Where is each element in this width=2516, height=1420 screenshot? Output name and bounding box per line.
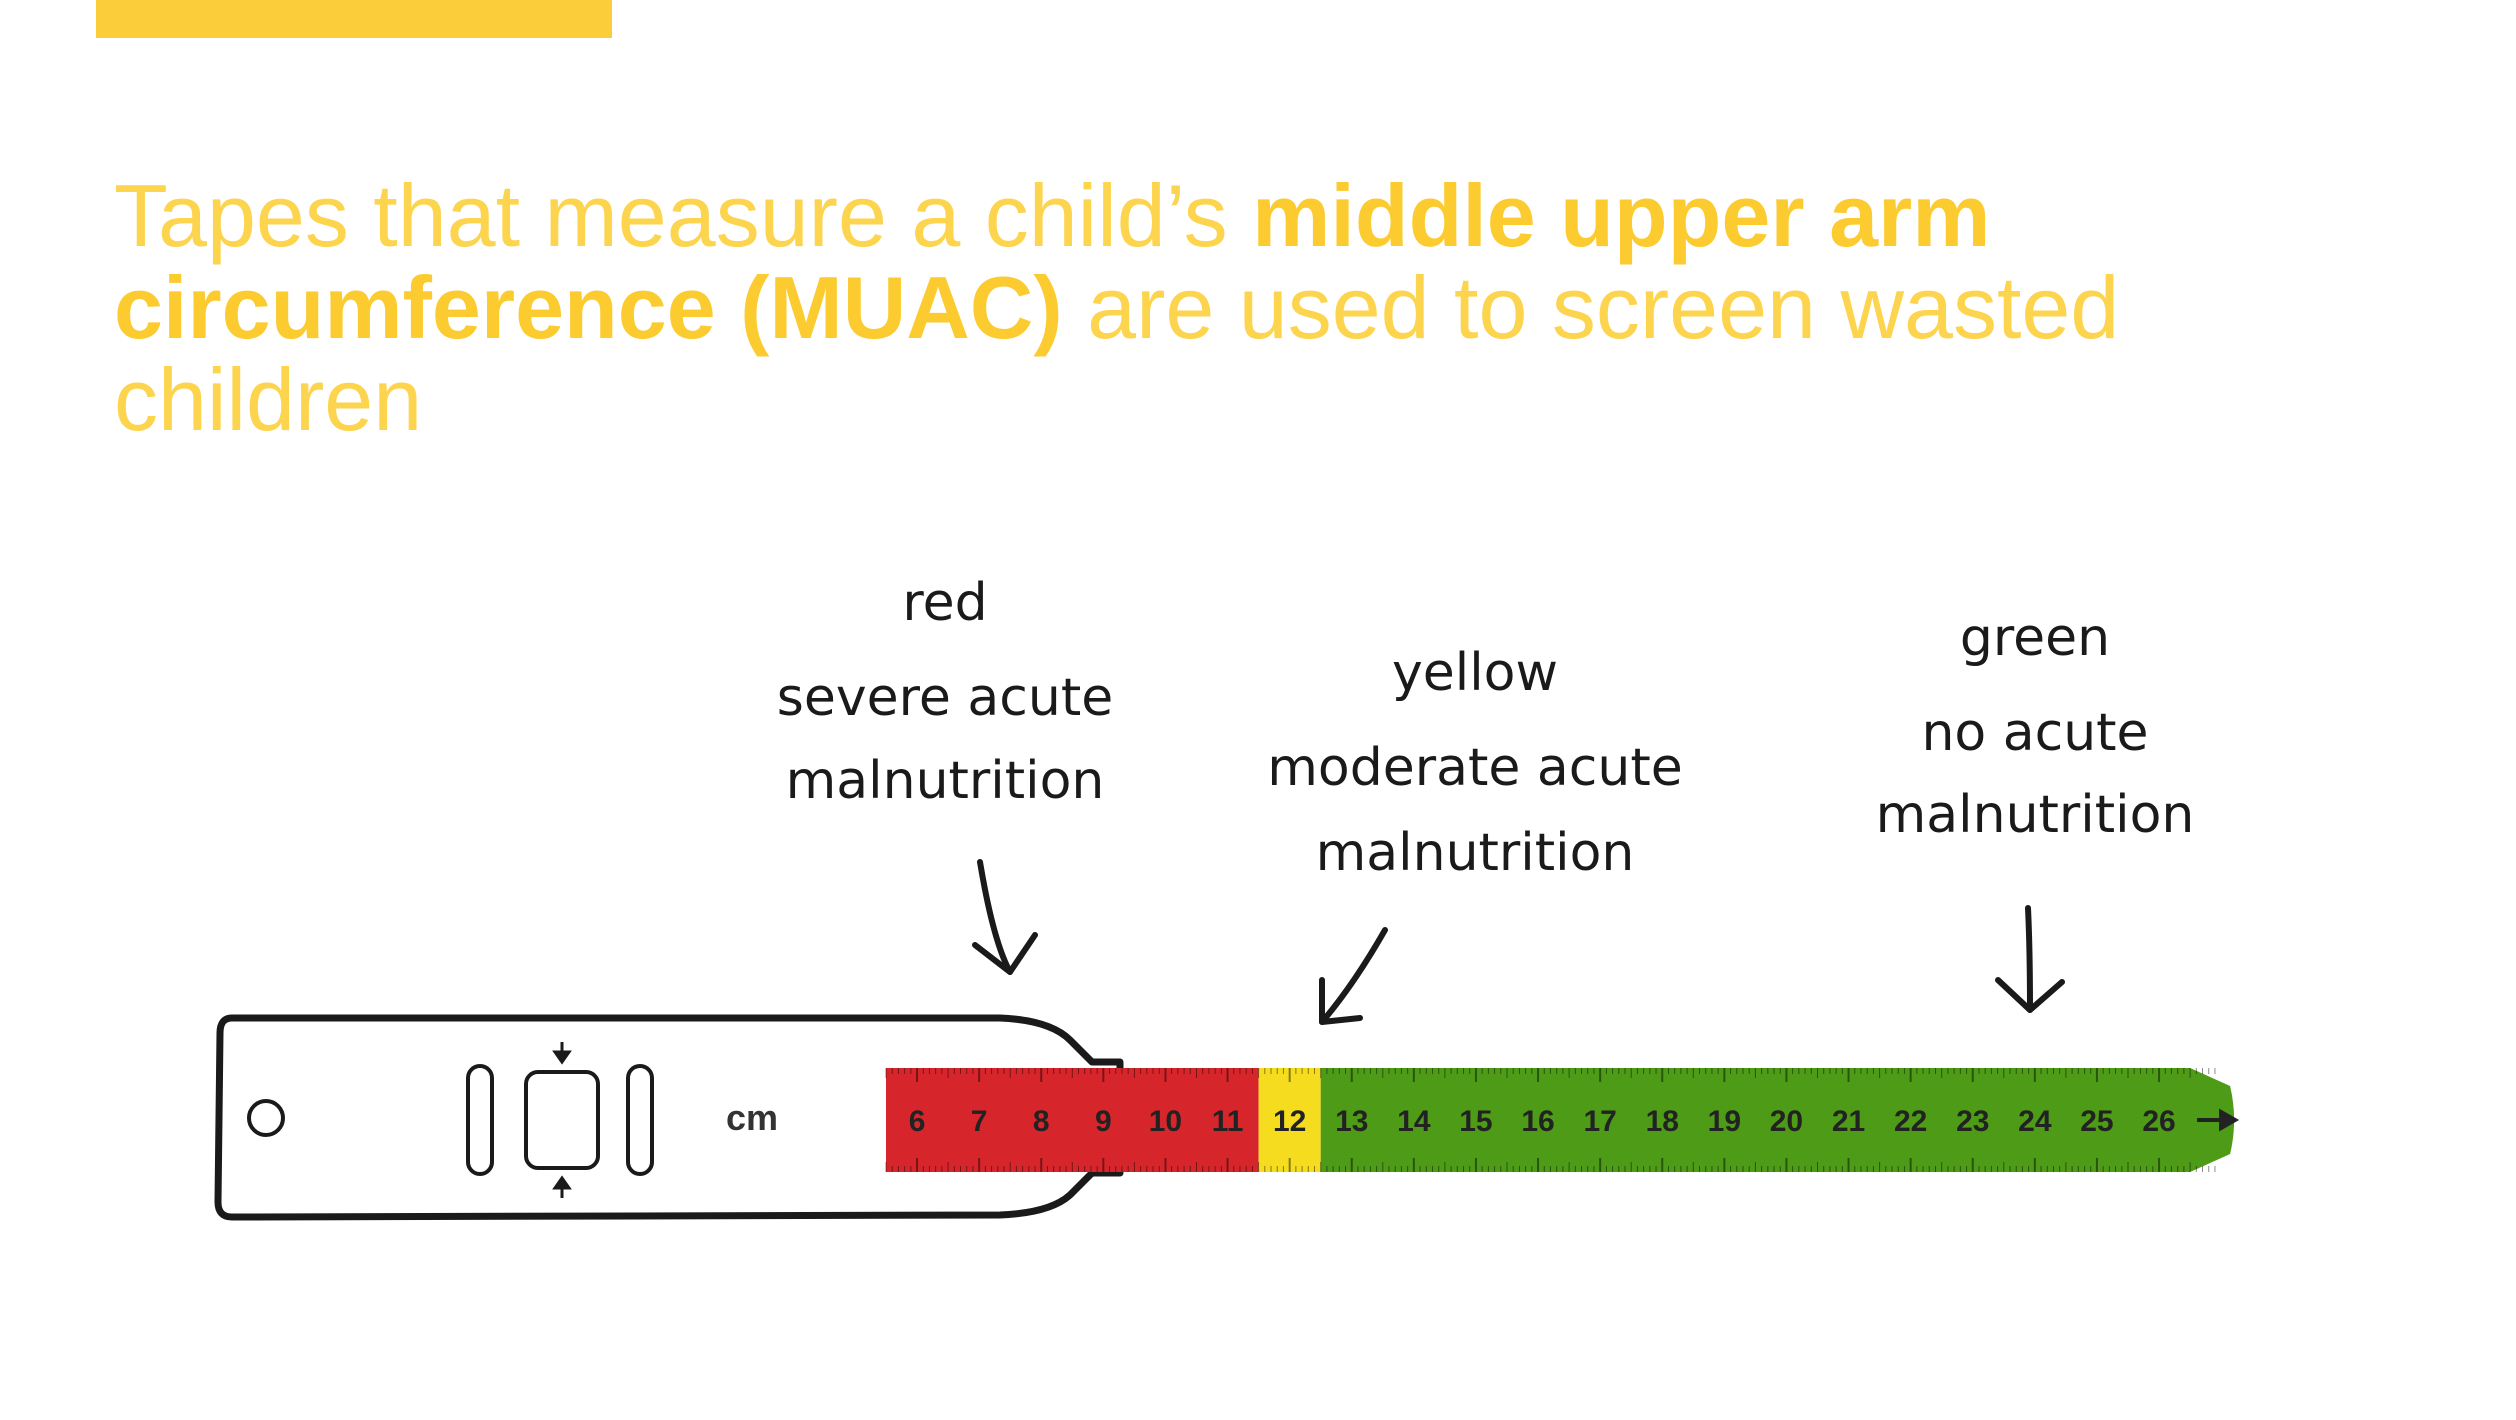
label-green-color: green <box>1960 608 2110 668</box>
tape-number: 23 <box>1956 1105 1989 1138</box>
label-red: red severe acute malnutrition <box>777 573 1113 811</box>
muac-svg: red severe acute malnutrition yellow mod… <box>214 573 2240 1221</box>
tape-number: 24 <box>2018 1105 2052 1138</box>
label-green-line2: malnutrition <box>1876 785 2195 845</box>
tape-number: 18 <box>1646 1105 1679 1138</box>
tape-number: 11 <box>1212 1105 1244 1138</box>
tape-ticks <box>885 1068 2216 1172</box>
label-yellow-line1: moderate acute <box>1267 738 1682 798</box>
label-red-line1: severe acute <box>777 668 1113 728</box>
tape-number: 15 <box>1459 1105 1492 1138</box>
tape-number: 26 <box>2142 1105 2175 1138</box>
label-green: green no acute malnutrition <box>1876 608 2195 845</box>
tape-number: 16 <box>1521 1105 1554 1138</box>
tape-window-icon <box>466 1064 654 1176</box>
tape-number: 6 <box>909 1105 926 1138</box>
slide-title: Tapes that measure a child’s middle uppe… <box>114 170 2414 446</box>
tape-number: 22 <box>1894 1105 1927 1138</box>
tape-number: 20 <box>1770 1105 1803 1138</box>
tape-number: 13 <box>1335 1105 1368 1138</box>
tape-numbers: 6 7 8 9 10 11 12 13 14 15 16 17 18 19 20 21 22 23 24 25 26 <box>909 1105 2240 1138</box>
tape-number: 21 <box>1832 1105 1865 1138</box>
tape-strip <box>886 1068 2235 1172</box>
muac-figure: red severe acute malnutrition yellow mod… <box>0 540 2516 1300</box>
tape-number: 10 <box>1149 1105 1182 1138</box>
label-yellow: yellow moderate acute malnutrition <box>1267 643 1682 883</box>
tape-number: 19 <box>1708 1105 1741 1138</box>
label-green-line1: no acute <box>1921 703 2148 763</box>
arrow-yellow-icon <box>1319 927 1388 1025</box>
tape-hole-icon <box>247 1099 285 1137</box>
tape-unit-label: cm <box>726 1097 778 1138</box>
label-yellow-color: yellow <box>1392 643 1558 703</box>
tape-number: 14 <box>1397 1105 1431 1138</box>
title-text-2: are used to screen wasted children <box>114 258 2120 449</box>
zone-red <box>886 1068 1259 1172</box>
arrow-red-icon <box>972 859 1038 975</box>
label-yellow-line2: malnutrition <box>1316 823 1635 883</box>
arrow-green-icon <box>1995 905 2065 1013</box>
label-red-line2: malnutrition <box>786 751 1105 811</box>
zone-green <box>1320 1068 2235 1172</box>
accent-bar <box>96 0 612 38</box>
tape-number: 17 <box>1583 1105 1616 1138</box>
tape-number: 7 <box>971 1105 988 1138</box>
tape-number: 12 <box>1273 1105 1306 1138</box>
title-text-bold: middle upper arm circumference (MUAC) <box>114 166 1991 357</box>
label-red-color: red <box>902 573 987 633</box>
window-marker-icon <box>552 1042 572 1198</box>
tape-number: 9 <box>1095 1105 1112 1138</box>
tape-number: 8 <box>1033 1105 1050 1138</box>
title-text-1: Tapes that measure a child’s <box>114 166 1253 265</box>
tape-number: 25 <box>2080 1105 2113 1138</box>
zone-yellow <box>1258 1068 1321 1172</box>
tape-end-arrow-icon <box>2197 1108 2240 1132</box>
